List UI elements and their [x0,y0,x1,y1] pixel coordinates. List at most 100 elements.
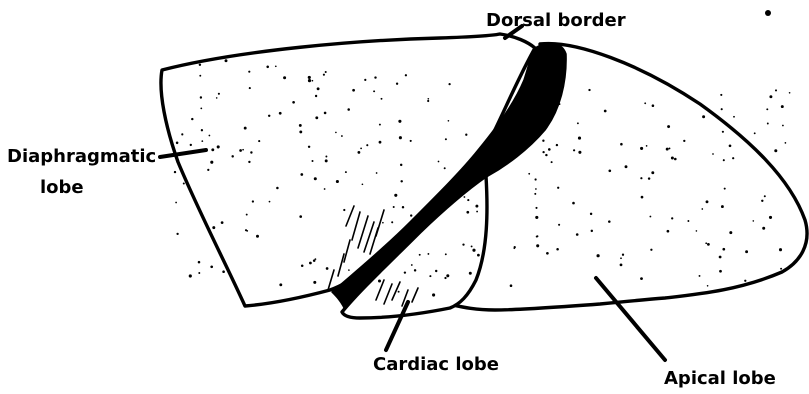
stipple-dot [729,231,732,234]
stipple-dot [221,221,224,224]
stipple-dot [256,235,259,238]
stipple-dot [323,74,325,76]
stipple-dot [308,146,310,148]
stipple-dot [211,148,214,151]
stipple-dot [576,233,579,236]
stipple-dot [559,103,561,105]
stipple-dot [448,120,450,122]
stipple-dot [212,226,215,229]
stipple-dot [640,177,642,179]
stipple-dot [445,253,447,255]
stipple-dot [410,214,412,216]
stipple-dot [309,262,312,265]
stipple-dot [325,159,328,162]
stipple-dot [198,261,201,264]
stipple-dot [400,180,402,182]
stipple-dot [719,256,722,259]
stipple-dot [427,100,429,102]
stipple-dot [199,64,201,66]
stipple-dot [201,129,203,131]
stipple-dot [175,202,177,204]
stipple-dot [762,227,765,230]
stipple-dot [712,153,714,155]
stipple-dot [315,95,317,97]
label-dorsal-border: Dorsal border [486,10,626,31]
stipple-dot [472,249,475,252]
stipple-dot [191,118,193,120]
stipple-dot [577,122,579,124]
stipple-dot [317,87,320,90]
stipple-dot [451,197,453,199]
stipple-dot [545,154,547,156]
stipple-dot [258,140,260,142]
stipple-dot [176,233,178,235]
stipple-dot [362,183,364,185]
stipple-dot [300,173,303,176]
stipple-dot [667,125,670,128]
stipple-dot [399,136,402,139]
stipple-dot [412,218,414,220]
stipple-dot [415,222,417,224]
stipple-dot [266,66,269,69]
stipple-dot [687,220,689,222]
stipple-dot [249,87,251,89]
stipple-dot [313,281,316,284]
stipple-dot [429,275,431,277]
stipple-dot [427,253,429,255]
stipple-dot [308,79,311,82]
stipple-dot [410,140,412,142]
stipple-dot [198,272,200,274]
stipple-dot [590,213,592,215]
stipple-dot [345,171,347,173]
stipple-dot [671,157,674,160]
stipple-dot [535,178,537,180]
stipple-dot [650,249,652,251]
stipple-dot [769,95,772,98]
stipple-dot [666,148,669,151]
stipple-dot [189,274,192,277]
stipple-dot [701,208,703,210]
stipple-dot [466,211,469,214]
stipple-dot [544,113,546,115]
stipple-dot [548,148,551,151]
stipple-dot [705,242,707,244]
stipple-dot [301,264,304,267]
stipple-dot [376,172,378,174]
stipple-dot [231,155,233,157]
stipple-dot [620,257,622,259]
stipple-dot [641,196,644,199]
stipple-dot [373,90,375,92]
stipple-dot [252,200,254,202]
stipple-dot [432,293,435,296]
stipple-dot [200,107,202,109]
stipple-dot [754,132,756,134]
stipple-dot [789,92,791,94]
stipple-dot [326,267,329,270]
stipple-dot [535,216,538,219]
stipple-dot [176,142,179,145]
stipple-dot [744,280,746,282]
stipple-dot [348,269,350,271]
stipple-dot [536,244,539,247]
stipple-dot [513,247,515,249]
stipple-dot [311,160,313,162]
stipple-dot [785,142,787,144]
stipple-dot [625,165,628,168]
stipple-dot [476,211,478,213]
stipple-dot [222,270,225,273]
stipple-dot [622,254,624,256]
stipple-dot [444,277,446,279]
stipple-dot [467,199,469,201]
stipple-dot [242,149,244,151]
stipple-dot [475,205,478,208]
stipple-dot [546,91,549,94]
stipple-dot [604,110,607,113]
stipple-dot [723,159,725,161]
stipple-dot [427,98,429,100]
stipple-dot [217,145,220,148]
stipple-dot [588,89,590,91]
stipple-dot [558,224,560,226]
stipple-dot [325,71,327,73]
stipple-dot [448,83,450,85]
stipple-dot [174,171,176,173]
